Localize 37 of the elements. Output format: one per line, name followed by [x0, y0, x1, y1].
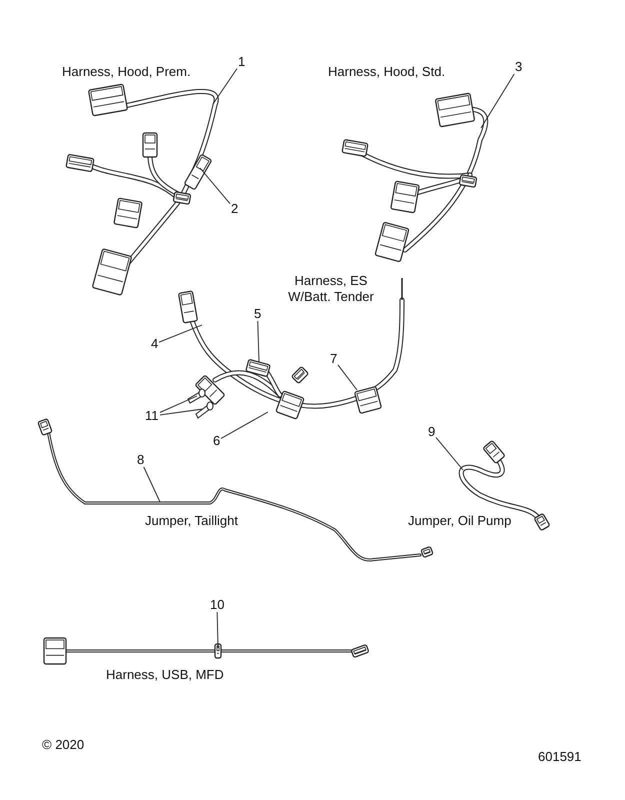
- wire-harness-drawing: [65, 84, 219, 296]
- diagram-number: 601591: [538, 749, 582, 765]
- wire-harness-drawing: [341, 92, 488, 262]
- callout-number: 6: [212, 434, 222, 448]
- callout-number: 3: [514, 60, 524, 74]
- leader-line: [338, 364, 358, 390]
- leader-line: [212, 68, 238, 104]
- part-label: Harness, Hood, Prem.: [62, 64, 191, 80]
- callout-number: 11: [144, 409, 160, 423]
- copyright-note: © 2020: [42, 737, 84, 753]
- callout-number: 1: [237, 55, 246, 69]
- callout-number: 2: [230, 202, 240, 216]
- leader-line: [200, 168, 230, 204]
- screw-drawing: [195, 402, 214, 419]
- leader-line: [160, 396, 198, 413]
- leader-line: [480, 74, 515, 128]
- callout-number: 4: [150, 337, 160, 351]
- callout-number: 8: [136, 453, 146, 467]
- leader-line: [143, 466, 160, 502]
- part-label: Jumper, Taillight: [145, 513, 238, 529]
- callout-number: 10: [209, 598, 226, 612]
- leader-line: [160, 408, 204, 416]
- callout-number: 9: [427, 425, 436, 439]
- leader-line: [436, 436, 464, 470]
- part-label: Harness, Hood, Std.: [328, 64, 446, 80]
- leader-line: [158, 324, 202, 343]
- part-label: Jumper, Oil Pump: [408, 513, 512, 529]
- leader-line: [257, 320, 260, 362]
- callout-number: 7: [329, 352, 338, 366]
- part-label: Harness, ES W/Batt. Tender: [287, 273, 375, 305]
- leader-line: [220, 412, 268, 439]
- part-label: Harness, USB, MFD: [106, 667, 224, 683]
- wire-harness-drawing: [458, 440, 550, 532]
- leader-line: [216, 612, 218, 648]
- screw-drawing: [187, 388, 206, 404]
- wire-harness-drawing: [43, 637, 370, 665]
- callout-number: 5: [253, 307, 262, 321]
